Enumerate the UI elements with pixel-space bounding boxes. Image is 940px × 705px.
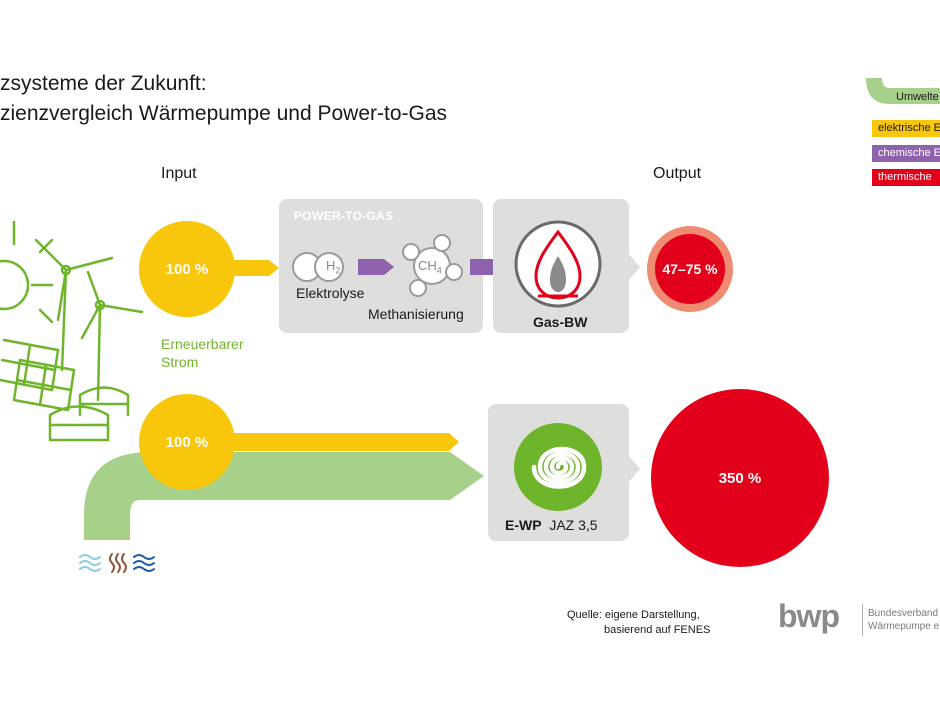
ch4-label: CH4 — [418, 258, 442, 276]
gas-boiler-label: Gas-BW — [533, 314, 588, 330]
bwp-logo-line-1: Bundesverband — [868, 608, 939, 619]
legend-thermal: thermische — [872, 169, 940, 186]
heat-pump-label-bold: E-WP — [505, 517, 542, 533]
ptg-card-title: POWER-TO-GAS — [294, 209, 394, 223]
title-line-1: zsysteme der Zukunft: — [0, 72, 207, 95]
heat-pump-card-pointer — [628, 455, 640, 483]
source-label-line-1: Erneuerbarer — [161, 336, 244, 352]
ch4-molecule-icon — [402, 234, 463, 297]
bwp-logo-line-2: Wärmepumpe e.V. — [868, 621, 940, 632]
hp-output-circle: 350 % — [651, 389, 829, 567]
h2-molecule-icon — [292, 252, 344, 282]
gas-boiler-card-pointer — [628, 253, 640, 281]
hp-output-value: 350 % — [718, 469, 762, 487]
source-note: Quelle: eigene Darstellung, basierend au… — [567, 608, 710, 638]
source-note-line-1: Quelle: eigene Darstellung, — [567, 609, 700, 621]
input-header: Input — [161, 165, 197, 182]
hp-input-circle: 100 % — [139, 394, 235, 490]
bwp-logo: bwp — [778, 598, 840, 634]
logo-divider — [862, 604, 863, 636]
methanation-label: Methanisierung — [368, 306, 464, 322]
ptg-output-ring: 47–75 % — [647, 226, 733, 312]
hp-electric-arrow — [225, 433, 459, 451]
bwp-logo-text: Bundesverband Wärmepumpe e.V. — [868, 607, 940, 633]
ptg-chemical-arrow-1 — [358, 259, 394, 275]
legend-environment-label: Umwelte — [896, 91, 939, 103]
ptg-input-circle: 100 % — [139, 221, 235, 317]
ptg-output-value: 47–75 % — [662, 261, 718, 277]
hp-input-value: 100 % — [165, 433, 209, 451]
h2-label: H2 — [326, 258, 341, 276]
source-label: Erneuerbarer Strom — [161, 335, 244, 371]
ptg-output-circle: 47–75 % — [655, 234, 725, 304]
ptg-electric-arrow — [225, 260, 279, 276]
title-line-2: zienzvergleich Wärmepumpe und Power-to-G… — [0, 102, 448, 125]
ptg-input-value: 100 % — [165, 260, 209, 278]
source-note-line-2: basierend auf FENES — [604, 624, 711, 636]
heat-pump-spiral-icon — [514, 423, 602, 511]
output-header: Output — [653, 165, 702, 182]
source-label-line-2: Strom — [161, 354, 199, 370]
renewable-energy-icon — [0, 220, 144, 442]
heat-pump-label: E-WP JAZ 3,5 — [505, 517, 598, 533]
gas-flame-icon — [514, 220, 602, 308]
legend-electric: elektrische E — [872, 120, 940, 137]
heat-pump-label-jaz: JAZ 3,5 — [549, 517, 598, 533]
legend-environment-swatch — [866, 78, 940, 104]
environment-sources-icon — [79, 553, 155, 573]
legend-chemical: chemische E — [872, 145, 940, 162]
electrolysis-label: Elektrolyse — [296, 285, 365, 301]
